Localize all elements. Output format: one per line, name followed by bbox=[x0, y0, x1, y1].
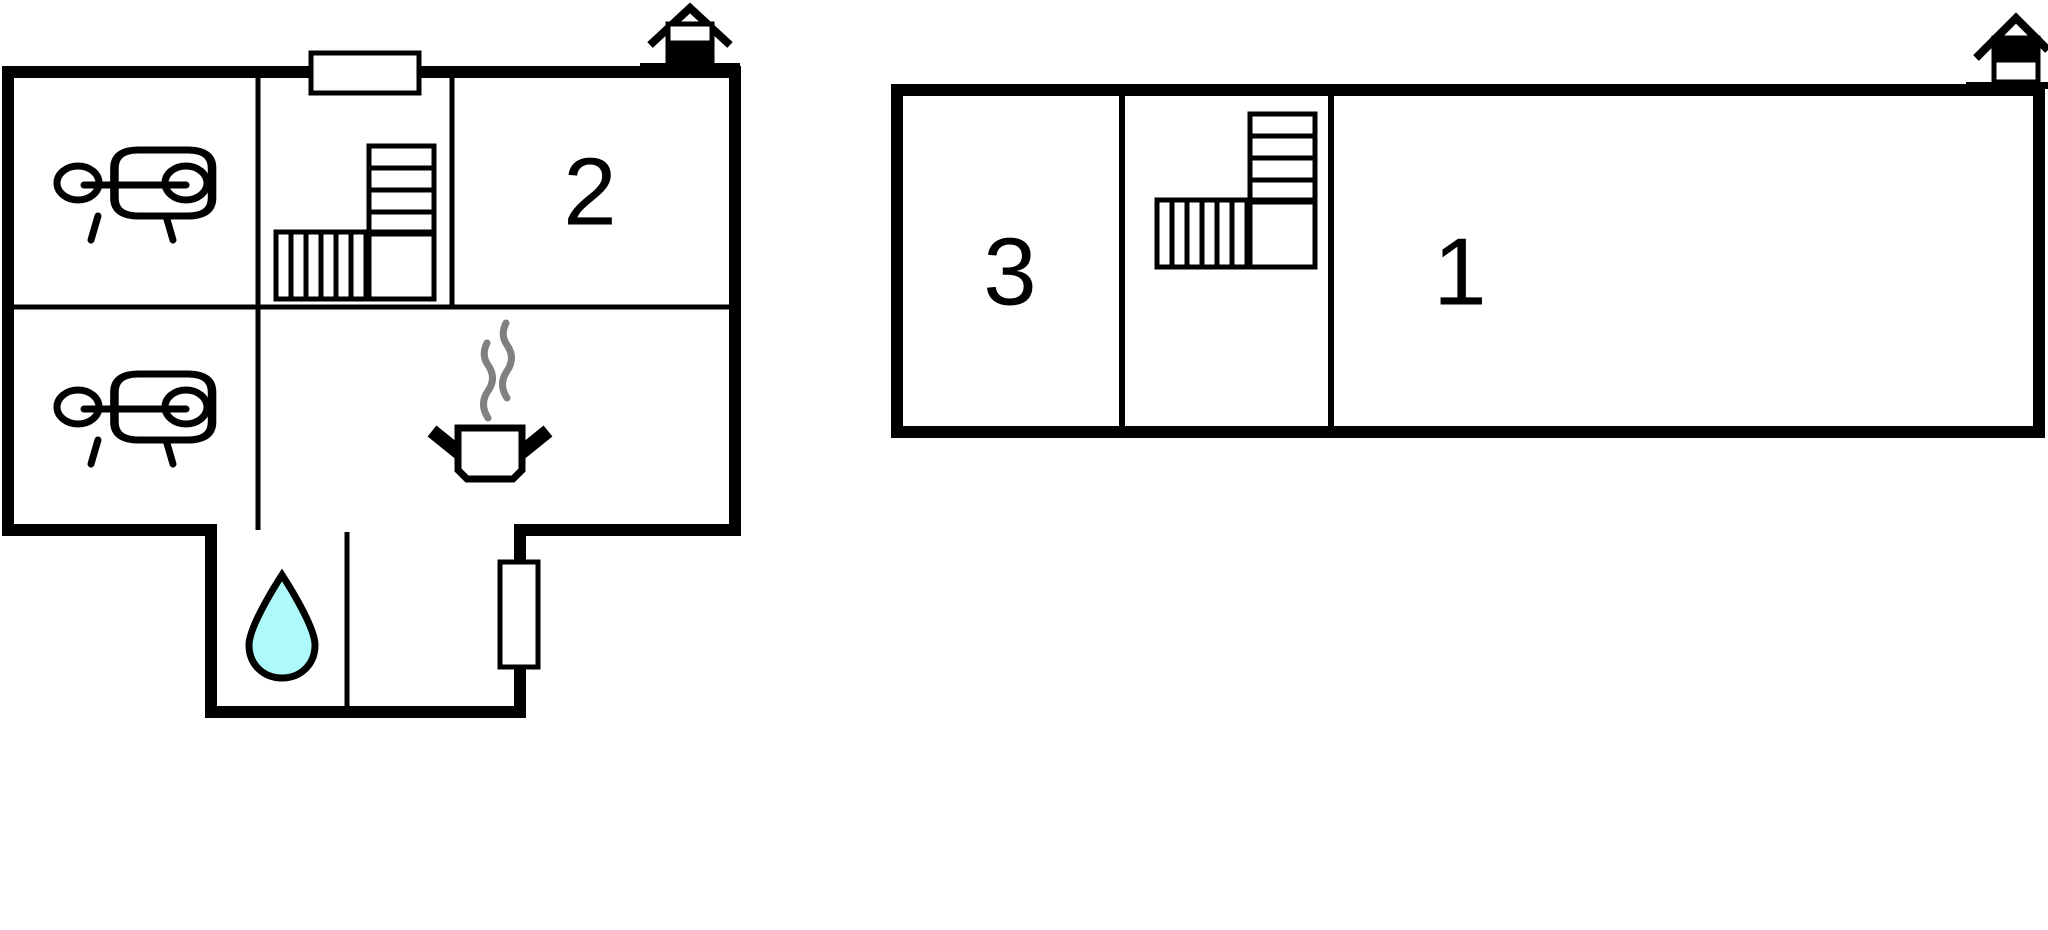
house-ground-bar bbox=[640, 63, 740, 70]
water-drop-icon bbox=[245, 568, 319, 682]
window-icon bbox=[308, 50, 422, 96]
house-level-icon bbox=[640, 2, 740, 70]
ground-floor-outer-wall bbox=[2, 66, 741, 718]
upper-floor-outer-wall bbox=[891, 84, 2045, 438]
house-upper-band bbox=[665, 21, 715, 46]
upper-floor-group: 3 1 bbox=[891, 12, 2048, 438]
staircase-icon bbox=[273, 143, 437, 302]
house-lower-band bbox=[1991, 57, 2041, 85]
staircase-icon bbox=[1154, 111, 1318, 270]
room-number-1: 1 bbox=[1433, 219, 1486, 326]
window-icon bbox=[497, 559, 541, 670]
ground-floor-partitions bbox=[8, 72, 735, 712]
house-lower-band bbox=[665, 40, 715, 68]
house-ground-bar bbox=[1966, 82, 2048, 89]
upper-floor-partitions bbox=[1119, 90, 1334, 432]
house-level-icon bbox=[1966, 12, 2048, 89]
steam-icon bbox=[480, 319, 515, 422]
sofa-icon bbox=[53, 370, 217, 468]
pot-body bbox=[454, 424, 526, 483]
sofa-icon bbox=[53, 146, 217, 244]
house-upper-band bbox=[1991, 35, 2041, 63]
roof-icon bbox=[647, 2, 733, 48]
room-number-3: 3 bbox=[983, 219, 1036, 326]
ground-floor-group: 2 bbox=[2, 2, 741, 718]
cooking-pot-icon bbox=[427, 319, 553, 483]
room-number-2: 2 bbox=[563, 139, 616, 246]
